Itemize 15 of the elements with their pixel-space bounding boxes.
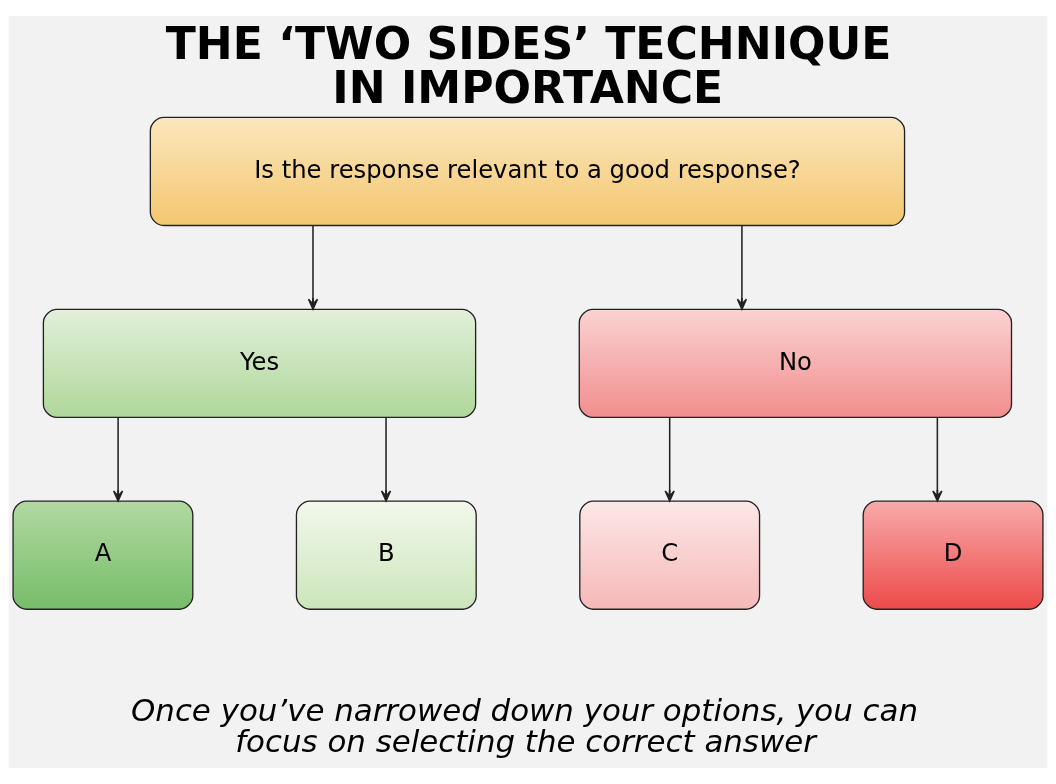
arrow [664, 417, 675, 502]
node-box: C [579, 500, 761, 610]
arrow [380, 417, 392, 502]
node-box: Is the response relevant to a good response? [149, 116, 906, 227]
diagram-title: THE ‘TWO SIDES’ TECHNIQUE IN IMPORTANCE [165, 18, 892, 114]
node-box: D [862, 500, 1044, 610]
caption: Once you’ve narrowed down your options, you can focus on selecting the correct answer [131, 692, 919, 759]
arrow [307, 225, 319, 310]
arrow [736, 225, 748, 310]
node-box: No [578, 308, 1013, 419]
arrow [112, 417, 124, 502]
arrow [932, 417, 943, 502]
node-box: Yes [42, 308, 477, 419]
node-box: A [12, 500, 194, 610]
node-box: B [295, 500, 477, 610]
